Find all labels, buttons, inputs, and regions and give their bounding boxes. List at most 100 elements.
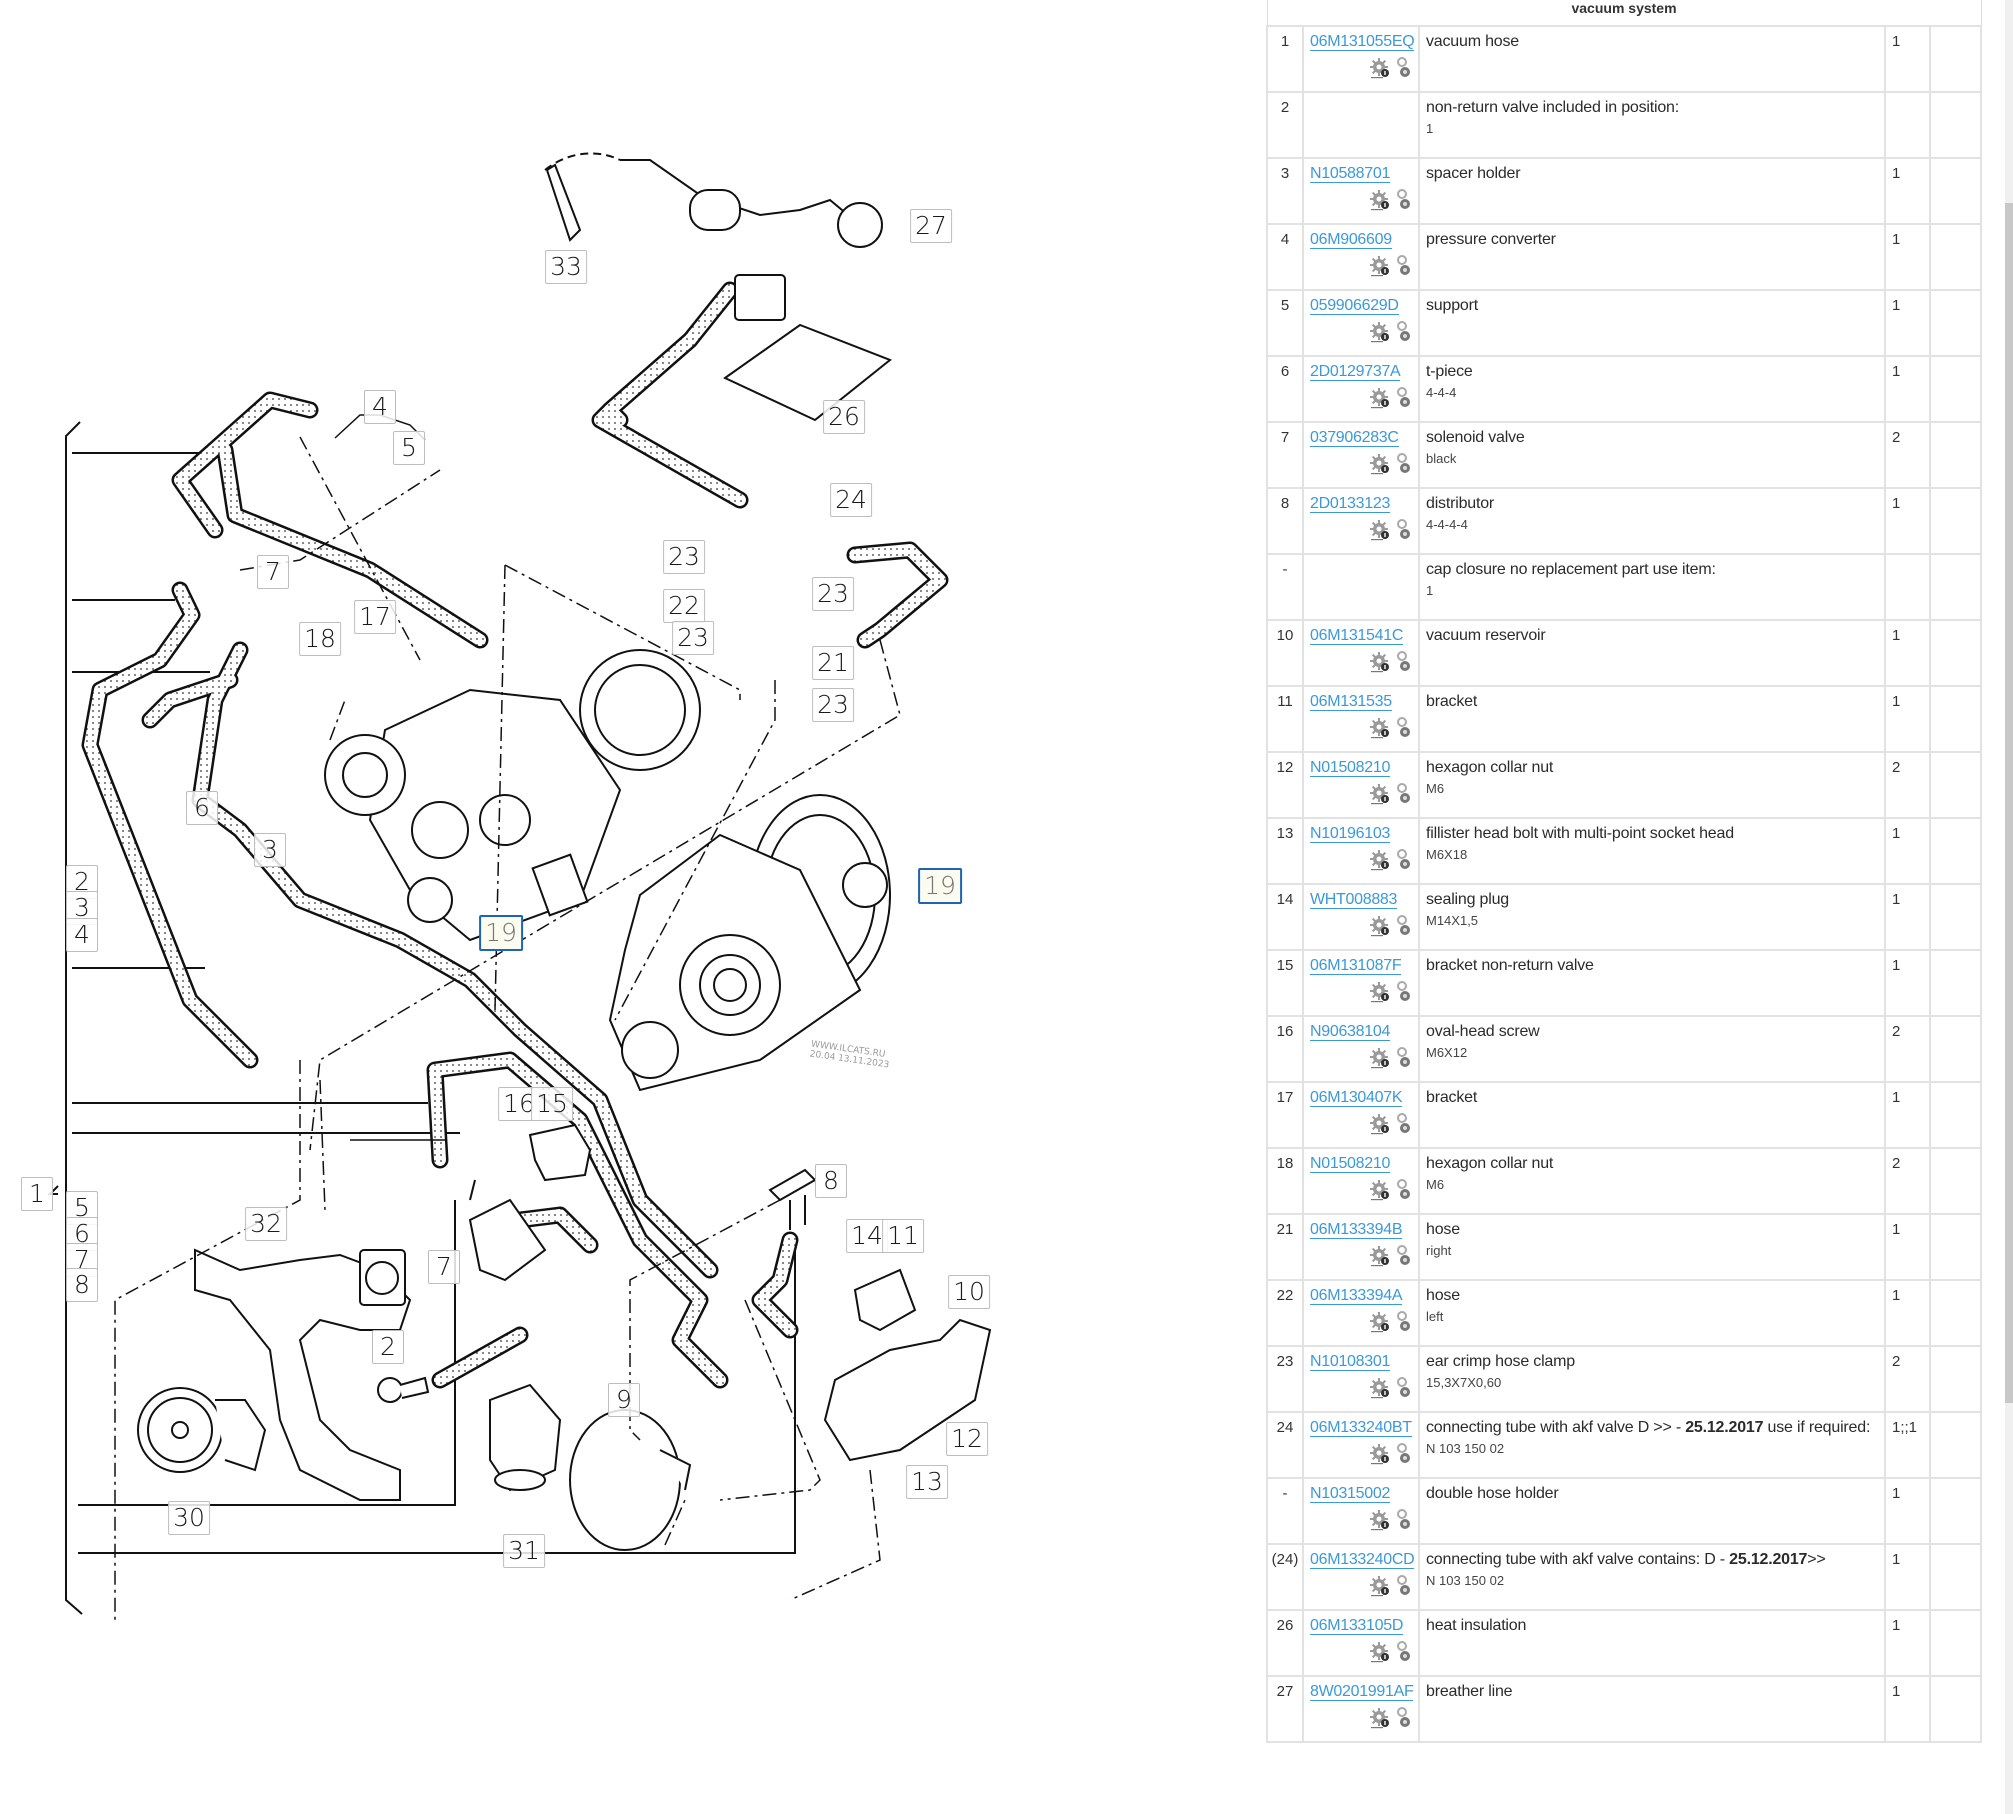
gear-info-icon[interactable] — [1370, 1575, 1390, 1597]
gear-link-icon[interactable] — [1396, 1443, 1412, 1465]
gear-info-icon[interactable] — [1370, 981, 1390, 1003]
callout-33[interactable]: 33 — [545, 250, 587, 284]
gear-link-icon[interactable] — [1396, 717, 1412, 739]
callout-6[interactable]: 6 — [186, 791, 218, 825]
gear-info-icon[interactable] — [1370, 915, 1390, 937]
callout-8[interactable]: 8 — [66, 1268, 98, 1302]
callout-22[interactable]: 22 — [663, 589, 705, 623]
gear-link-icon[interactable] — [1396, 1245, 1412, 1267]
callout-8[interactable]: 8 — [815, 1164, 847, 1198]
gear-info-icon[interactable] — [1370, 717, 1390, 739]
gear-link-icon[interactable] — [1396, 387, 1412, 409]
part-number-link[interactable]: 06M131541C — [1310, 627, 1404, 645]
gear-link-icon[interactable] — [1396, 1047, 1412, 1069]
callout-19[interactable]: 19 — [918, 868, 962, 904]
gear-link-icon[interactable] — [1396, 849, 1412, 871]
part-number-link[interactable]: N10196103 — [1310, 825, 1391, 843]
gear-info-icon[interactable] — [1370, 1311, 1390, 1333]
gear-info-icon[interactable] — [1370, 783, 1390, 805]
part-number-link[interactable]: N01508210 — [1310, 1155, 1391, 1173]
callout-4[interactable]: 4 — [364, 390, 396, 424]
gear-link-icon[interactable] — [1396, 189, 1412, 211]
part-number-link[interactable]: N90638104 — [1310, 1023, 1391, 1041]
callout-1[interactable]: 1 — [21, 1177, 53, 1211]
callout-11[interactable]: 11 — [882, 1219, 924, 1253]
part-number-link[interactable]: 059906629D — [1310, 297, 1399, 315]
gear-link-icon[interactable] — [1396, 1179, 1412, 1201]
gear-link-icon[interactable] — [1396, 453, 1412, 475]
part-number-link[interactable]: N10588701 — [1310, 165, 1391, 183]
part-number-link[interactable]: WHT008883 — [1310, 891, 1398, 909]
callout-7[interactable]: 7 — [428, 1250, 460, 1284]
gear-info-icon[interactable] — [1370, 1113, 1390, 1135]
scrollbar-thumb[interactable] — [2005, 203, 2013, 1403]
part-number-link[interactable]: 06M131055EQ — [1310, 33, 1415, 51]
part-number-link[interactable]: N01508210 — [1310, 759, 1391, 777]
part-number-link[interactable]: 2D0133123 — [1310, 495, 1391, 513]
gear-link-icon[interactable] — [1396, 783, 1412, 805]
callout-32[interactable]: 32 — [245, 1207, 287, 1241]
part-number-link[interactable]: 06M130407K — [1310, 1089, 1403, 1107]
callout-19[interactable]: 19 — [479, 915, 523, 951]
part-number-link[interactable]: 8W0201991AF — [1310, 1683, 1414, 1701]
gear-link-icon[interactable] — [1396, 1575, 1412, 1597]
callout-4[interactable]: 4 — [66, 918, 98, 952]
gear-info-icon[interactable] — [1370, 1707, 1390, 1729]
part-number-link[interactable]: 037906283C — [1310, 429, 1399, 447]
gear-info-icon[interactable] — [1370, 1179, 1390, 1201]
callout-26[interactable]: 26 — [823, 400, 865, 434]
callout-2[interactable]: 2 — [372, 1330, 404, 1364]
callout-14[interactable]: 14 — [846, 1219, 888, 1253]
gear-info-icon[interactable] — [1370, 1047, 1390, 1069]
gear-info-icon[interactable] — [1370, 189, 1390, 211]
gear-link-icon[interactable] — [1396, 1377, 1412, 1399]
callout-10[interactable]: 10 — [948, 1275, 990, 1309]
part-number-link[interactable]: 06M133394B — [1310, 1221, 1403, 1239]
gear-link-icon[interactable] — [1396, 1641, 1412, 1663]
gear-info-icon[interactable] — [1370, 255, 1390, 277]
callout-3[interactable]: 3 — [66, 891, 98, 925]
gear-link-icon[interactable] — [1396, 57, 1412, 79]
gear-info-icon[interactable] — [1370, 387, 1390, 409]
part-number-link[interactable]: 06M133240BT — [1310, 1419, 1412, 1437]
gear-link-icon[interactable] — [1396, 915, 1412, 937]
part-number-link[interactable]: 06M133105D — [1310, 1617, 1404, 1635]
gear-info-icon[interactable] — [1370, 57, 1390, 79]
part-number-link[interactable]: 06M131087F — [1310, 957, 1402, 975]
part-number-link[interactable]: N10108301 — [1310, 1353, 1391, 1371]
callout-5[interactable]: 5 — [393, 431, 425, 465]
callout-3[interactable]: 3 — [254, 833, 286, 867]
gear-info-icon[interactable] — [1370, 1641, 1390, 1663]
gear-link-icon[interactable] — [1396, 255, 1412, 277]
callout-17[interactable]: 17 — [354, 600, 396, 634]
callout-31[interactable]: 31 — [503, 1534, 545, 1568]
part-number-link[interactable]: 06M133240CD — [1310, 1551, 1415, 1569]
gear-info-icon[interactable] — [1370, 849, 1390, 871]
part-number-link[interactable]: 06M906609 — [1310, 231, 1392, 249]
part-number-link[interactable]: N10315002 — [1310, 1485, 1391, 1503]
gear-info-icon[interactable] — [1370, 1377, 1390, 1399]
callout-23[interactable]: 23 — [812, 577, 854, 611]
gear-link-icon[interactable] — [1396, 1113, 1412, 1135]
gear-link-icon[interactable] — [1396, 1509, 1412, 1531]
gear-link-icon[interactable] — [1396, 321, 1412, 343]
callout-15[interactable]: 15 — [531, 1087, 573, 1121]
gear-link-icon[interactable] — [1396, 1707, 1412, 1729]
gear-link-icon[interactable] — [1396, 981, 1412, 1003]
gear-info-icon[interactable] — [1370, 1245, 1390, 1267]
gear-info-icon[interactable] — [1370, 519, 1390, 541]
gear-info-icon[interactable] — [1370, 1509, 1390, 1531]
callout-21[interactable]: 21 — [812, 646, 854, 680]
callout-7[interactable]: 7 — [257, 555, 289, 589]
gear-info-icon[interactable] — [1370, 1443, 1390, 1465]
gear-link-icon[interactable] — [1396, 519, 1412, 541]
callout-23[interactable]: 23 — [672, 621, 714, 655]
part-number-link[interactable]: 06M131535 — [1310, 693, 1392, 711]
part-number-link[interactable]: 2D0129737A — [1310, 363, 1401, 381]
callout-12[interactable]: 12 — [946, 1422, 988, 1456]
callout-30[interactable]: 30 — [168, 1501, 210, 1535]
callout-13[interactable]: 13 — [906, 1465, 948, 1499]
gear-info-icon[interactable] — [1370, 453, 1390, 475]
callout-23[interactable]: 23 — [812, 688, 854, 722]
callout-9[interactable]: 9 — [608, 1383, 640, 1417]
